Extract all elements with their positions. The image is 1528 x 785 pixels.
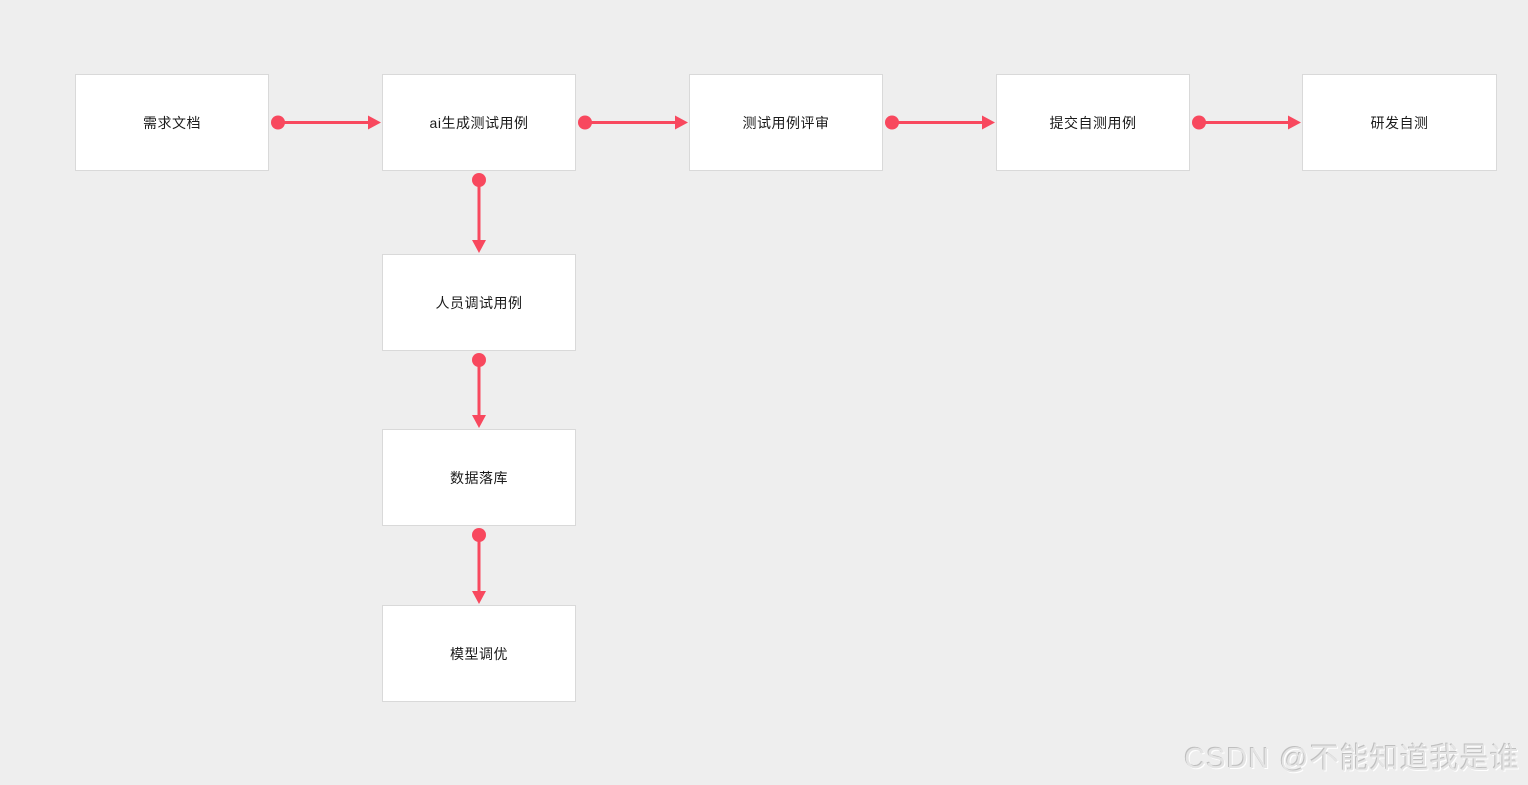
edge-arrowhead-icon — [472, 591, 486, 604]
flow-node-label: 人员调试用例 — [435, 294, 523, 311]
flow-node-submit-selftest-cases: 提交自测用例 — [996, 74, 1190, 171]
flow-edge-ai-generate-cases-to-case-review — [578, 115, 688, 130]
flow-edge-case-review-to-submit-selftest-cases — [885, 115, 995, 130]
flow-node-case-review: 测试用例评审 — [689, 74, 883, 171]
flow-node-label: 研发自测 — [1370, 114, 1429, 131]
edge-arrowhead-icon — [368, 115, 381, 130]
edge-start-dot — [472, 173, 486, 187]
flow-node-label: 测试用例评审 — [742, 114, 830, 131]
edge-arrowhead-icon — [472, 415, 486, 428]
flow-node-label: 数据落库 — [450, 469, 508, 486]
flow-node-label: ai生成测试用例 — [429, 114, 529, 131]
edge-arrowhead-icon — [982, 115, 995, 130]
flow-node-label: 提交自测用例 — [1049, 114, 1137, 131]
flow-edge-submit-selftest-cases-to-rd-selftest — [1192, 115, 1301, 130]
flow-node-manual-debug-cases: 人员调试用例 — [382, 254, 576, 351]
flow-node-ai-generate-cases: ai生成测试用例 — [382, 74, 576, 171]
flow-node-label: 需求文档 — [143, 114, 201, 131]
flow-edge-manual-debug-cases-to-data-persist — [472, 353, 486, 428]
flow-edge-ai-generate-cases-to-manual-debug-cases — [472, 173, 486, 253]
edge-start-dot — [578, 115, 592, 130]
flow-node-label: 模型调优 — [450, 645, 508, 662]
edge-start-dot — [472, 528, 486, 542]
edge-arrowhead-icon — [675, 115, 688, 130]
flow-node-data-persist: 数据落库 — [382, 429, 576, 526]
flow-edge-requirements-doc-to-ai-generate-cases — [271, 115, 381, 130]
edge-arrowhead-icon — [472, 240, 486, 253]
edge-start-dot — [1192, 115, 1206, 130]
edge-start-dot — [472, 353, 486, 367]
csdn-watermark: CSDN @不能知道我是谁 — [1184, 743, 1520, 775]
edge-start-dot — [271, 115, 285, 130]
edge-start-dot — [885, 115, 899, 130]
flow-edge-data-persist-to-model-tuning — [472, 528, 486, 604]
edge-arrowhead-icon — [1288, 115, 1301, 130]
flow-node-rd-selftest: 研发自测 — [1302, 74, 1497, 171]
flow-node-requirements-doc: 需求文档 — [75, 74, 269, 171]
flow-node-model-tuning: 模型调优 — [382, 605, 576, 702]
